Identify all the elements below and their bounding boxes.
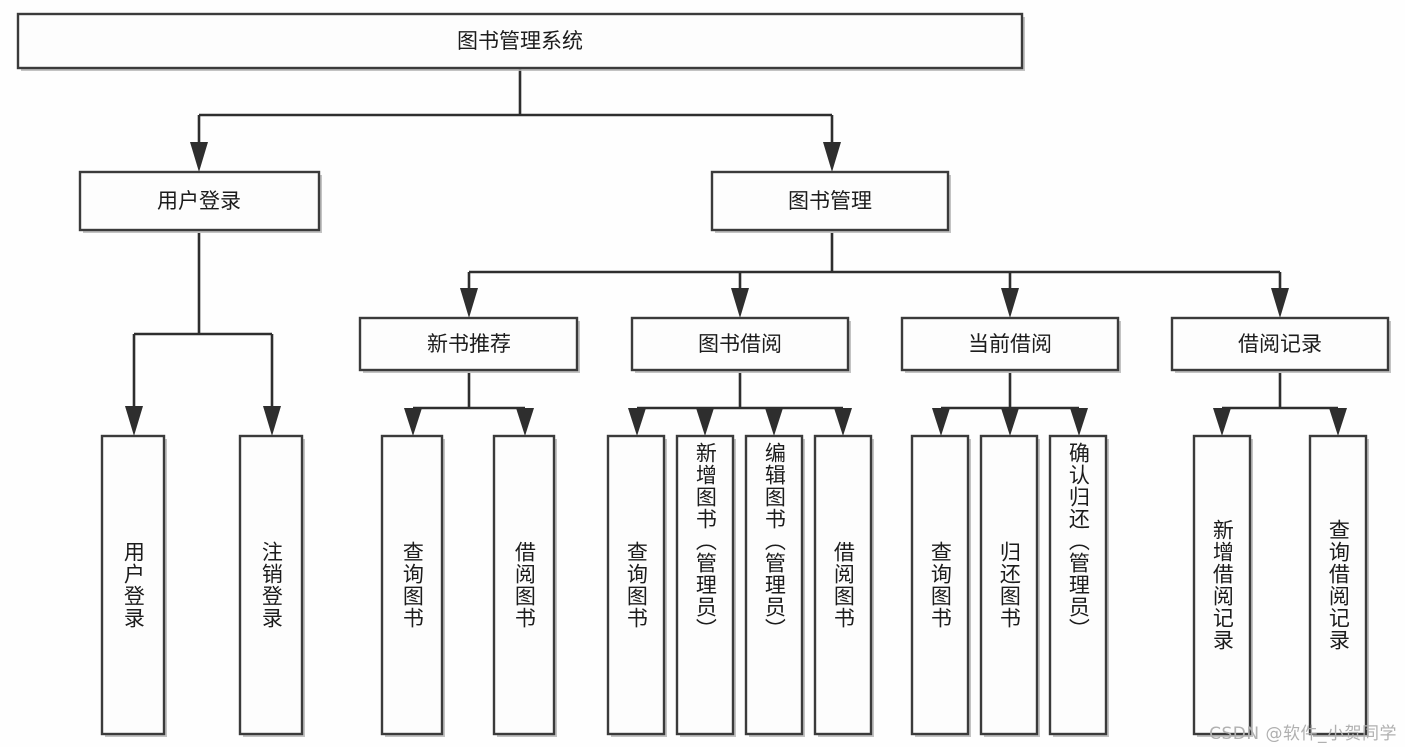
node-borrow-record-label: 借阅记录 bbox=[1238, 332, 1322, 356]
node-borrow-record[interactable]: 借阅记录 bbox=[1170, 316, 1391, 373]
leaf-current-borrow-3-rect[interactable] bbox=[1048, 434, 1108, 736]
edges-layer bbox=[125, 68, 1347, 436]
arrow-to-borrow-record bbox=[1271, 288, 1289, 318]
node-current-borrow[interactable]: 当前借阅 bbox=[900, 316, 1121, 373]
node-root-rect[interactable] bbox=[16, 12, 1024, 70]
leaf-current-borrow-1-rect[interactable] bbox=[910, 434, 970, 736]
leaf-borrow-record-2-rect[interactable] bbox=[1308, 434, 1368, 736]
csdn-watermark: CSDN @软件_小贺同学 bbox=[1209, 724, 1397, 744]
arrow-borrow-record-leaf-1 bbox=[1213, 408, 1231, 436]
arrow-book-borrow-leaf-3 bbox=[765, 408, 783, 436]
arrow-to-book-borrow bbox=[731, 288, 749, 318]
node-current-borrow-rect[interactable] bbox=[900, 316, 1120, 372]
arrow-to-new-book-recommend bbox=[460, 288, 478, 318]
arrow-user-login-leaf-2 bbox=[263, 406, 281, 436]
arrow-user-login-leaf-1 bbox=[125, 406, 143, 436]
node-book-borrow-rect[interactable] bbox=[630, 316, 850, 372]
arrow-borrow-record-leaf-2 bbox=[1329, 408, 1347, 436]
arrow-to-current-borrow bbox=[1001, 288, 1019, 318]
leaf-new-book-1-rect[interactable] bbox=[380, 434, 444, 736]
node-borrow-record-rect[interactable] bbox=[1170, 316, 1390, 372]
leaf-boxes-layer bbox=[100, 434, 1369, 737]
arrow-book-borrow-leaf-4 bbox=[834, 408, 852, 436]
node-new-book-recommend-label: 新书推荐 bbox=[427, 332, 511, 356]
leaf-book-borrow-4-rect[interactable] bbox=[813, 434, 873, 736]
leaf-new-book-2-rect[interactable] bbox=[492, 434, 556, 736]
node-new-book-recommend-rect[interactable] bbox=[358, 316, 579, 372]
arrow-current-borrow-leaf-1 bbox=[932, 408, 950, 436]
arrow-current-borrow-leaf-2 bbox=[1001, 408, 1019, 436]
node-book-borrow[interactable]: 图书借阅 bbox=[630, 316, 851, 373]
arrow-new-book-leaf-1 bbox=[404, 408, 422, 436]
arrow-root-to-book-manage bbox=[823, 142, 841, 172]
leaf-book-borrow-2-rect[interactable] bbox=[675, 434, 735, 736]
node-book-manage[interactable]: 图书管理 bbox=[710, 170, 951, 233]
node-user-login-label: 用户登录 bbox=[157, 189, 241, 213]
leaf-book-borrow-1-rect[interactable] bbox=[606, 434, 666, 736]
node-current-borrow-label: 当前借阅 bbox=[968, 332, 1052, 356]
node-user-login[interactable]: 用户登录 bbox=[78, 170, 322, 233]
node-new-book-recommend[interactable]: 新书推荐 bbox=[358, 316, 580, 373]
arrow-book-borrow-leaf-2 bbox=[696, 408, 714, 436]
arrow-current-borrow-leaf-3 bbox=[1070, 408, 1088, 436]
leaf-current-borrow-2-rect[interactable] bbox=[979, 434, 1039, 736]
leaf-book-borrow-3-rect[interactable] bbox=[744, 434, 804, 736]
arrow-new-book-leaf-2 bbox=[516, 408, 534, 436]
node-root[interactable]: 图书管理系统 bbox=[16, 12, 1025, 71]
node-root-label: 图书管理系统 bbox=[457, 29, 583, 53]
arrow-root-to-user-login bbox=[190, 142, 208, 172]
node-book-manage-rect[interactable] bbox=[710, 170, 950, 232]
leaf-borrow-record-1-rect[interactable] bbox=[1192, 434, 1252, 736]
node-book-borrow-label: 图书借阅 bbox=[698, 332, 782, 356]
leaf-user-login-2-rect[interactable] bbox=[238, 434, 304, 736]
arrow-book-borrow-leaf-1 bbox=[628, 408, 646, 436]
node-user-login-rect[interactable] bbox=[78, 170, 321, 232]
leaf-user-login-1-rect[interactable] bbox=[100, 434, 166, 736]
node-book-manage-label: 图书管理 bbox=[788, 189, 872, 213]
